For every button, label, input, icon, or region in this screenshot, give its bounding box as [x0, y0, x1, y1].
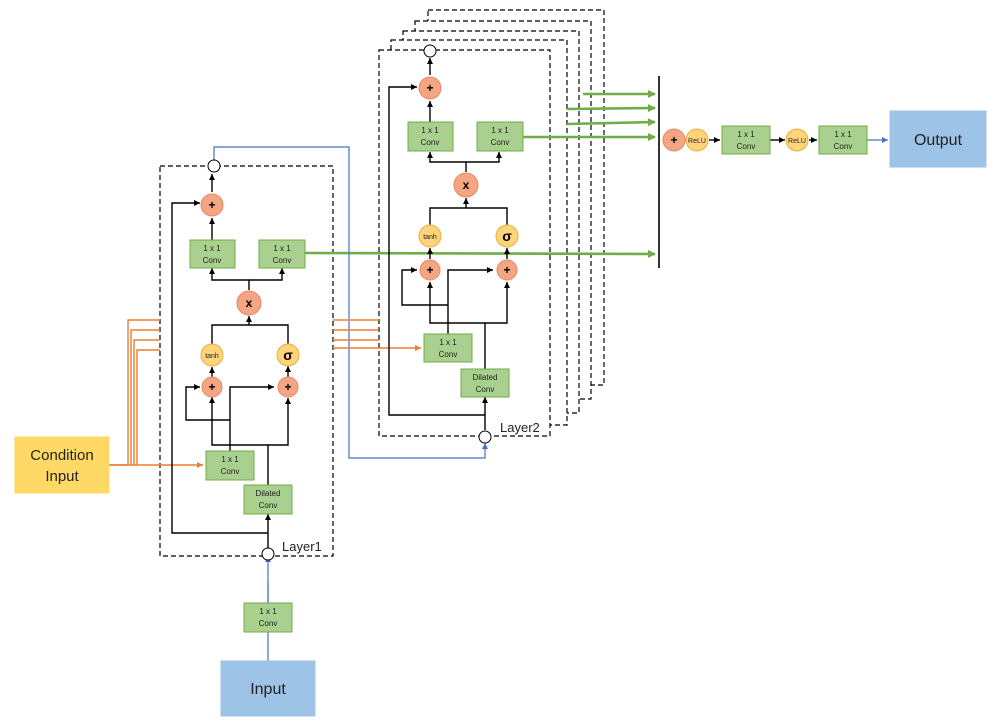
svg-text:+: +	[503, 263, 510, 277]
layer2-wiring	[388, 58, 510, 430]
skip-sum-node: +	[662, 128, 686, 152]
layer1-dilated-conv: Dilated Conv	[243, 484, 293, 515]
layer2-residual-conv: 1 x 1 Conv	[407, 121, 454, 152]
svg-text:Dilated: Dilated	[473, 373, 498, 382]
layer1-skip-conv: 1 x 1 Conv	[258, 239, 306, 269]
layer1-wiring	[171, 174, 291, 548]
svg-text:+: +	[670, 133, 677, 147]
svg-text:1 x 1: 1 x 1	[203, 244, 221, 253]
input-conv-1x1: 1 x 1 Conv	[243, 602, 293, 633]
svg-text:tanh: tanh	[205, 353, 219, 360]
svg-text:Conv: Conv	[737, 142, 756, 151]
svg-text:Conv: Conv	[439, 350, 458, 359]
layer1-sum-tanh: +	[201, 376, 223, 398]
layer1-sigma-gate: σ	[276, 343, 300, 367]
output-conv-2: 1 x 1 Conv	[818, 125, 868, 155]
layer2-input-node	[478, 430, 492, 444]
layer2-residual-sum: +	[418, 76, 442, 100]
svg-text:1 x 1: 1 x 1	[491, 126, 509, 135]
layer1-multiply: x	[236, 290, 262, 316]
svg-text:1 x 1: 1 x 1	[834, 130, 852, 139]
layer2-skip-conv: 1 x 1 Conv	[476, 121, 524, 152]
relu-2: ReLU	[785, 128, 809, 152]
svg-text:Conv: Conv	[221, 467, 240, 476]
svg-text:+: +	[284, 380, 291, 394]
layer1-condition-conv: 1 x 1 Conv	[205, 450, 255, 481]
layer1-sum-sigma: +	[277, 376, 299, 398]
svg-text:Conv: Conv	[259, 619, 278, 628]
svg-text:1 x 1: 1 x 1	[221, 455, 239, 464]
layer2-sigma-gate: σ	[495, 224, 519, 248]
condition-connections	[109, 319, 421, 468]
svg-text:Conv: Conv	[476, 385, 495, 394]
svg-text:Conv: Conv	[259, 501, 278, 510]
svg-text:x: x	[246, 296, 253, 310]
svg-text:1 x 1: 1 x 1	[273, 244, 291, 253]
layer2-sum-sigma: +	[496, 259, 518, 281]
layer1-output-node	[207, 159, 221, 173]
layer2-tanh-gate: tanh	[418, 224, 442, 248]
layer2-sum-tanh: +	[419, 259, 441, 281]
svg-text:σ: σ	[283, 347, 293, 363]
svg-text:Dilated: Dilated	[256, 489, 281, 498]
svg-text:+: +	[426, 263, 433, 277]
svg-text:tanh: tanh	[423, 234, 437, 241]
svg-text:σ: σ	[502, 228, 512, 244]
layer2-output-node	[423, 44, 437, 58]
input-label: Input	[250, 681, 286, 698]
layer1-tanh-gate: tanh	[200, 343, 224, 367]
condition-label-line2: Input	[45, 468, 79, 485]
svg-text:+: +	[208, 198, 215, 212]
skip-connections	[304, 90, 656, 258]
svg-text:Conv: Conv	[834, 142, 853, 151]
svg-text:Conv: Conv	[273, 256, 292, 265]
svg-text:ReLU: ReLU	[688, 138, 706, 145]
layer1-frame	[159, 165, 334, 557]
svg-text:+: +	[426, 81, 433, 95]
layer2-condition-conv: 1 x 1 Conv	[423, 333, 473, 363]
output-box: Output	[889, 110, 987, 168]
relu-1: ReLU	[685, 128, 709, 152]
layer1-residual-sum: +	[200, 193, 224, 217]
layer2-label: Layer2	[500, 420, 540, 435]
layer1-residual-conv: 1 x 1 Conv	[189, 239, 236, 269]
svg-text:1 x 1: 1 x 1	[259, 607, 277, 616]
svg-text:1 x 1: 1 x 1	[737, 130, 755, 139]
svg-text:+: +	[208, 380, 215, 394]
svg-text:Conv: Conv	[421, 138, 440, 147]
svg-text:x: x	[463, 178, 470, 192]
condition-input-box: Condition Input	[14, 436, 110, 494]
svg-text:1 x 1: 1 x 1	[421, 126, 439, 135]
condition-label-line1: Condition	[30, 447, 93, 464]
svg-text:Conv: Conv	[491, 138, 510, 147]
output-conv-1: 1 x 1 Conv	[721, 125, 771, 155]
layer2-multiply: x	[453, 172, 479, 198]
output-label: Output	[914, 132, 963, 149]
layer2-dilated-conv: Dilated Conv	[460, 368, 510, 398]
layer1-input-node	[261, 547, 275, 561]
svg-text:Conv: Conv	[203, 256, 222, 265]
layer1-label: Layer1	[282, 539, 322, 554]
svg-text:ReLU: ReLU	[788, 138, 806, 145]
input-box: Input	[220, 660, 316, 717]
svg-text:1 x 1: 1 x 1	[439, 338, 457, 347]
